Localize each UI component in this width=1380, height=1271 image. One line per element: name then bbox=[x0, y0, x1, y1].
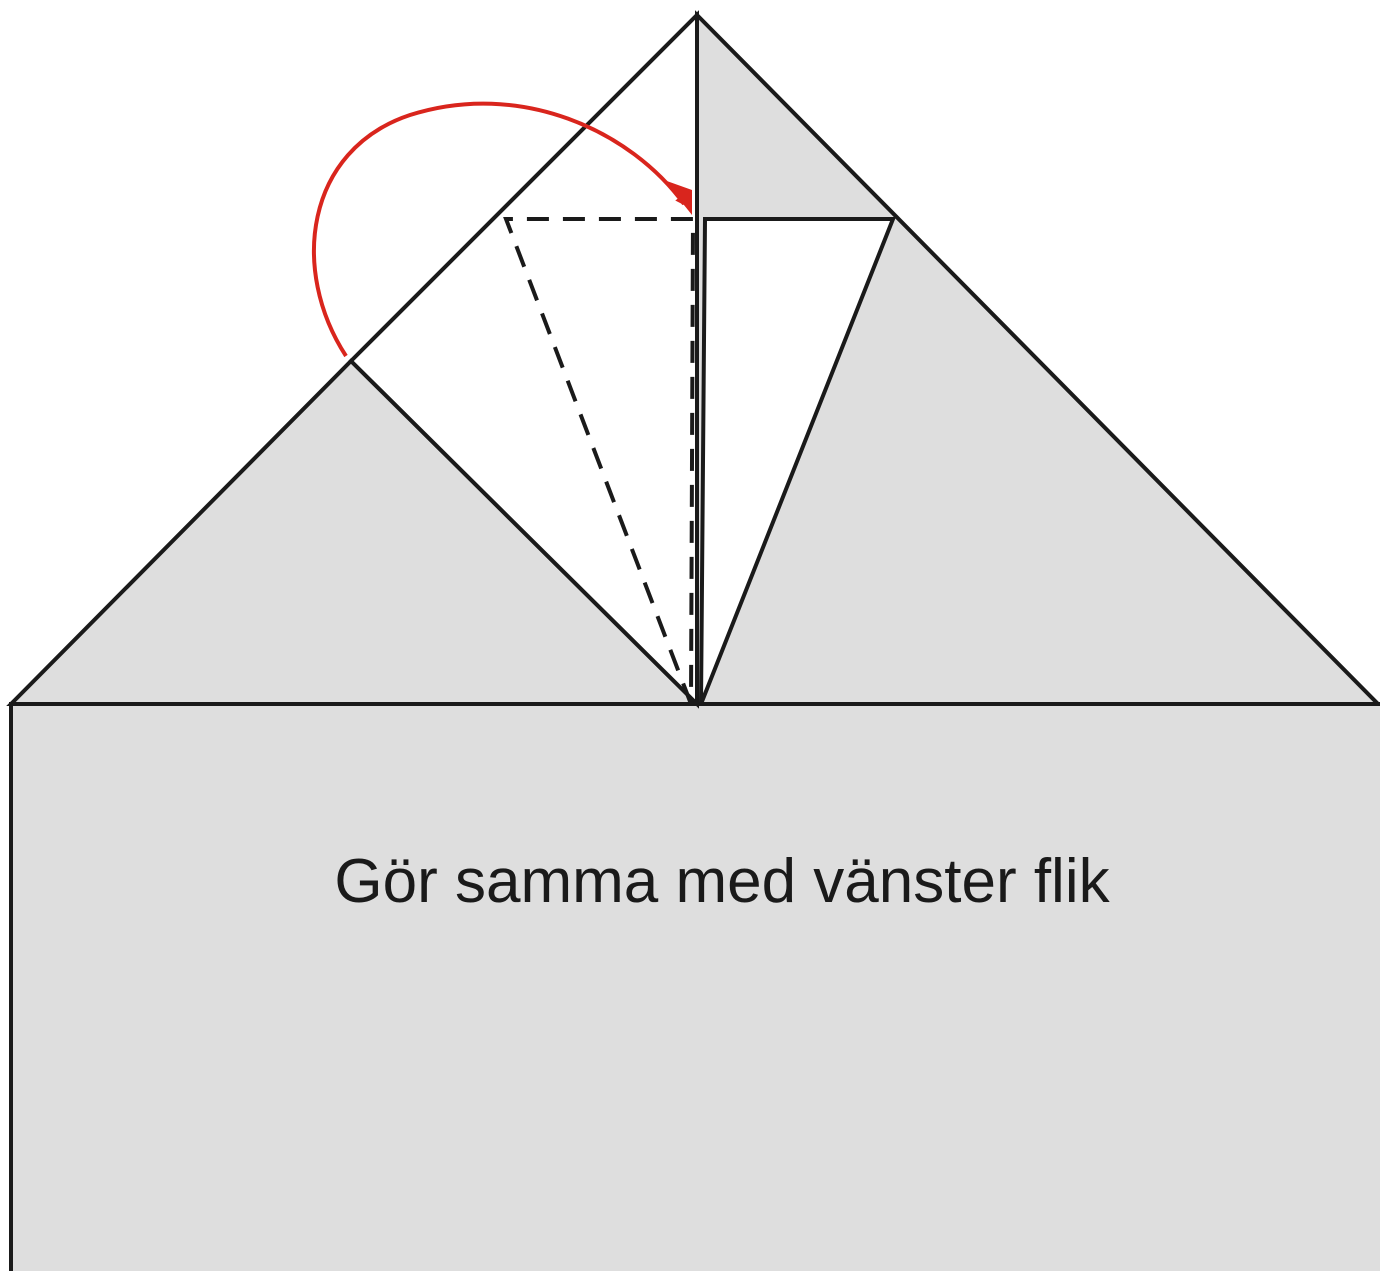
instruction-text: Gör samma med vänster flik bbox=[334, 847, 1110, 916]
right-folded-tab bbox=[699, 217, 896, 705]
paper-body bbox=[9, 702, 1380, 1271]
fold-guide-dashed bbox=[503, 217, 696, 705]
arrow-head-icon bbox=[664, 180, 692, 215]
curved-fold-arrow-icon bbox=[311, 101, 686, 358]
